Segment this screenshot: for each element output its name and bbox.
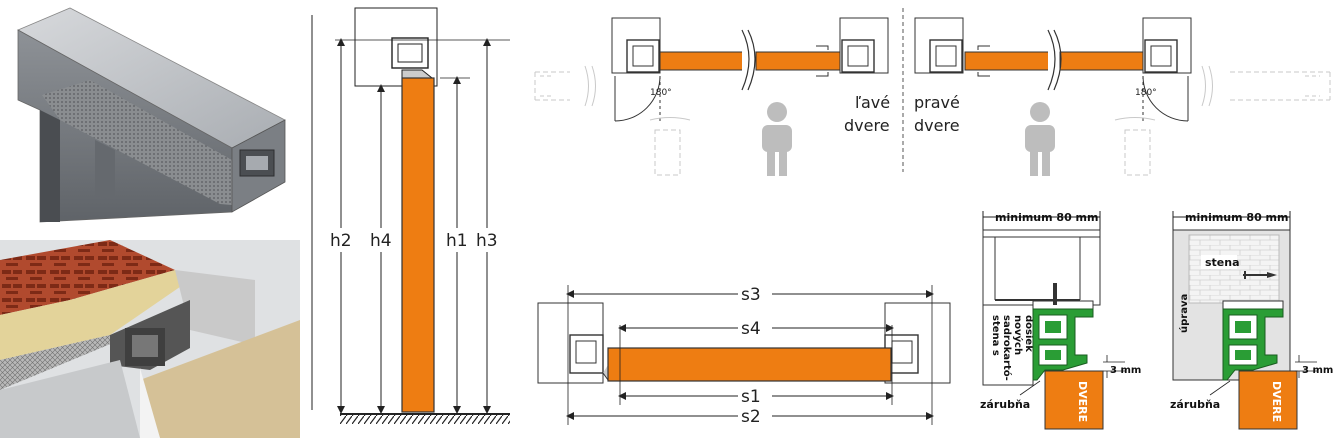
right-angle-label: 180°: [1135, 88, 1157, 98]
left-angle-label: 180°: [650, 88, 672, 98]
right-door-caption-line1: pravé: [914, 93, 960, 112]
height-diagram: h2 h4 h1 h3: [310, 0, 520, 438]
masonry-door-label: DVERE: [1270, 381, 1283, 422]
door-swing-diagram: 180° ľavé dvere: [530, 0, 1340, 190]
masonry-finish-label: úprava: [1178, 294, 1190, 333]
drywall-gap-label: 3 mm: [1110, 365, 1141, 376]
drywall-wall-label-3: nových: [1012, 315, 1024, 355]
door-leaf: [401, 77, 435, 413]
drywall-wall-label-2: sadrokartó-: [1001, 315, 1013, 381]
person-icon: [762, 102, 792, 176]
drywall-frame-label: zárubňa: [980, 398, 1030, 411]
wall-installation-photo: [0, 240, 300, 438]
masonry-gap-label: 3 mm: [1302, 365, 1333, 376]
left-door-caption-line2: dvere: [844, 116, 890, 135]
label-h2: h2: [330, 231, 352, 251]
masonry-frame-label: zárubňa: [1170, 398, 1220, 411]
drywall-wall-label-4: dosiek: [1023, 315, 1034, 352]
right-door-caption-line2: dvere: [914, 116, 960, 135]
detail-masonry: minimum 80 mm stena úprava DVERE 3 mm zá…: [1165, 205, 1340, 438]
drywall-door-label: DVERE: [1076, 381, 1089, 422]
label-s1: s1: [741, 387, 761, 407]
label-h1: h1: [446, 231, 468, 251]
label-h3: h3: [476, 231, 498, 251]
masonry-wall-label: stena: [1205, 256, 1240, 269]
door-leaf-plan: [607, 347, 892, 382]
drywall-wall-label-1: stena s: [990, 315, 1001, 356]
masonry-min-label: minimum 80 mm: [1185, 211, 1288, 224]
drywall-min-label: minimum 80 mm: [995, 211, 1098, 224]
person-icon: [1025, 102, 1055, 176]
profile-render-photo: [0, 0, 300, 230]
label-s2: s2: [741, 407, 761, 427]
detail-drywall: minimum 80 mm stena s sadrokartó- nových…: [975, 205, 1145, 438]
label-s3: s3: [741, 285, 761, 305]
label-h4: h4: [370, 231, 392, 251]
width-diagram: s3 s4 s1 s2: [530, 275, 970, 435]
left-door-plan: 180° ľavé dvere: [534, 17, 890, 176]
label-s4: s4: [741, 319, 761, 339]
left-door-caption-line1: ľavé: [855, 93, 890, 112]
right-door-plan: 180° pravé dvere: [914, 17, 1331, 176]
